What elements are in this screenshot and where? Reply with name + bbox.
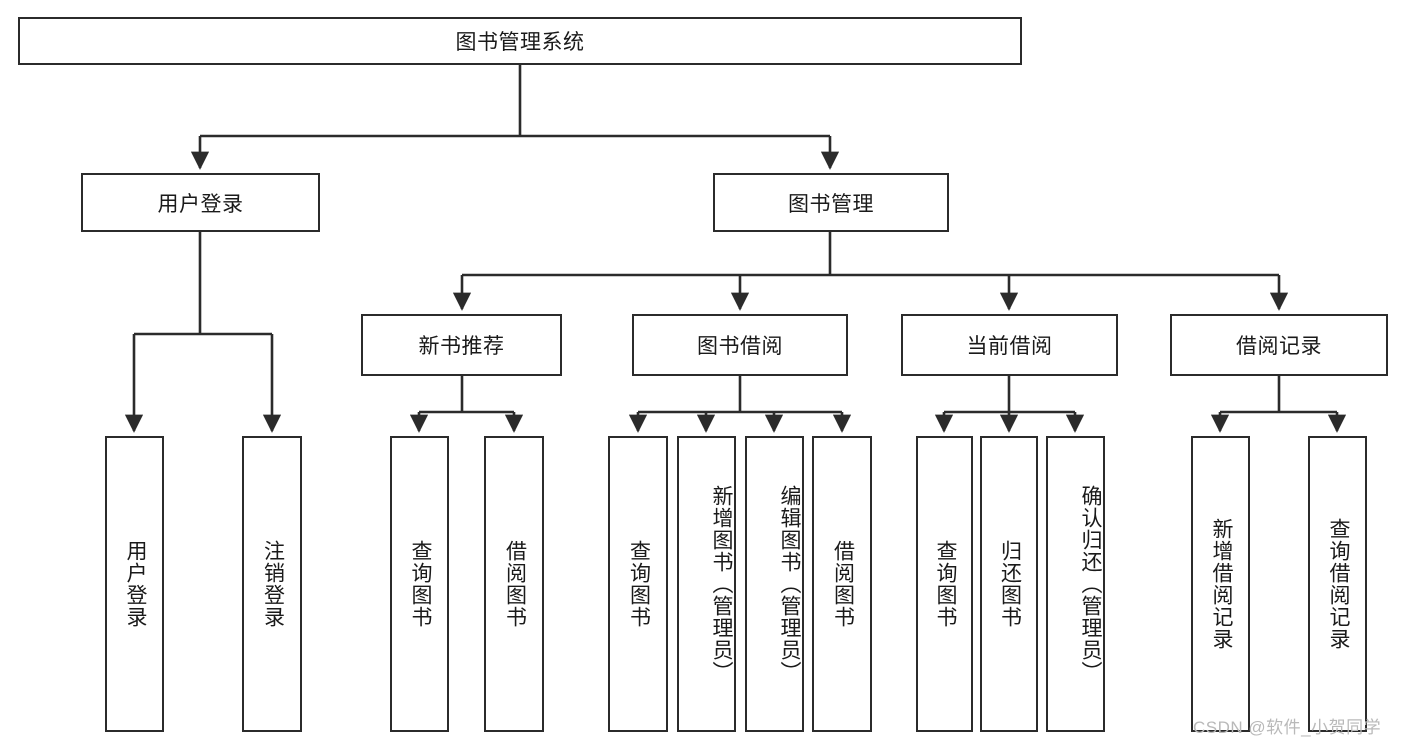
- node-label: 用户登录: [157, 192, 244, 216]
- leaf-confirm-return-admin[interactable]: 确认归还（管理员）: [1046, 436, 1105, 732]
- node-label: 图书管理系统: [455, 31, 585, 54]
- node-label: 查询图书: [933, 540, 957, 628]
- node-label: 确认归还（管理员）: [1079, 485, 1102, 683]
- node-label: 编辑图书（管理员）: [778, 485, 801, 683]
- leaf-add-book-admin[interactable]: 新增图书（管理员）: [677, 436, 736, 732]
- csdn-watermark: CSDN @软件_小贺同学: [1193, 718, 1382, 737]
- node-label: 图书借阅: [697, 335, 783, 358]
- node-label: 图书管理: [788, 192, 874, 216]
- node-current-borrow[interactable]: 当前借阅: [901, 314, 1118, 376]
- leaf-return-book[interactable]: 归还图书: [980, 436, 1038, 732]
- leaf-borrow-book[interactable]: 借阅图书: [812, 436, 872, 732]
- leaf-query-book-current[interactable]: 查询图书: [916, 436, 973, 732]
- leaf-user-login[interactable]: 用户登录: [105, 436, 164, 732]
- node-label: 借阅图书: [503, 540, 527, 628]
- node-label: 注销登录: [261, 540, 285, 628]
- node-label: 借阅记录: [1236, 335, 1322, 358]
- leaf-edit-book-admin[interactable]: 编辑图书（管理员）: [745, 436, 804, 732]
- node-label: 新增借阅记录: [1209, 518, 1233, 650]
- node-label: 新书推荐: [418, 335, 505, 358]
- leaf-logout[interactable]: 注销登录: [242, 436, 302, 732]
- leaf-borrow-book-recommend[interactable]: 借阅图书: [484, 436, 544, 732]
- node-label: 当前借阅: [966, 335, 1053, 358]
- node-root[interactable]: 图书管理系统: [18, 17, 1022, 65]
- node-book-management[interactable]: 图书管理: [713, 173, 949, 232]
- node-book-borrow[interactable]: 图书借阅: [632, 314, 848, 376]
- node-label: 借阅图书: [831, 540, 855, 628]
- node-borrow-record[interactable]: 借阅记录: [1170, 314, 1388, 376]
- node-label: 查询图书: [408, 540, 432, 628]
- node-new-book-recommend[interactable]: 新书推荐: [361, 314, 562, 376]
- node-user-login[interactable]: 用户登录: [81, 173, 320, 232]
- leaf-query-book-recommend[interactable]: 查询图书: [390, 436, 449, 732]
- leaf-add-borrow-record[interactable]: 新增借阅记录: [1191, 436, 1250, 732]
- node-label: 查询图书: [627, 540, 651, 628]
- node-label: 归还图书: [998, 540, 1022, 628]
- node-label: 新增图书（管理员）: [710, 485, 733, 683]
- node-label: 用户登录: [123, 540, 147, 628]
- leaf-query-book-borrow[interactable]: 查询图书: [608, 436, 668, 732]
- node-label: 查询借阅记录: [1326, 518, 1350, 650]
- leaf-query-borrow-record[interactable]: 查询借阅记录: [1308, 436, 1367, 732]
